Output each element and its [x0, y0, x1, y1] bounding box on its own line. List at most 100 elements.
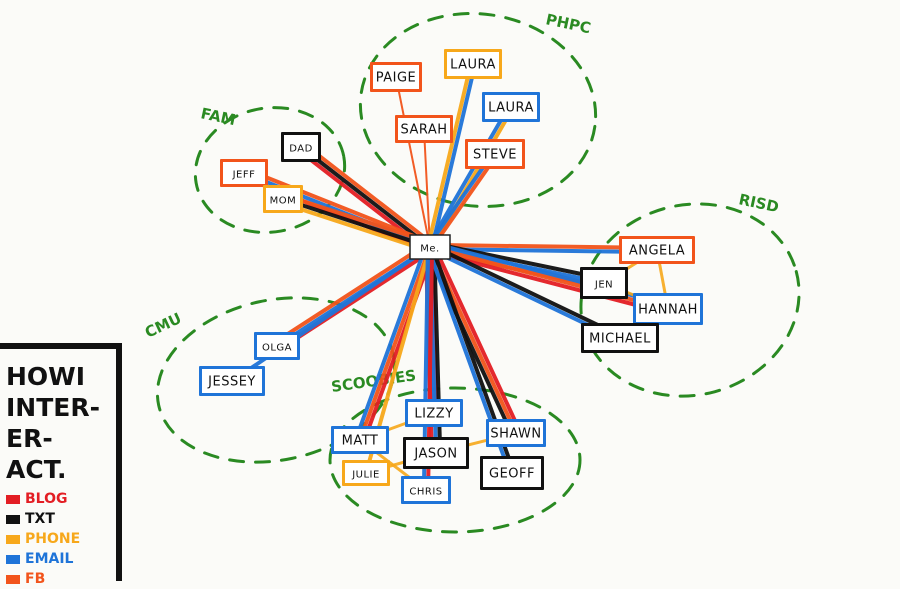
- node-label: MATT: [342, 434, 379, 449]
- edge-dad-txt: [299, 145, 432, 249]
- group-label-risd: RISD: [737, 190, 780, 216]
- node-chris[interactable]: CHRIS: [401, 476, 451, 504]
- node-jen[interactable]: JEN: [580, 267, 628, 299]
- edge-matt-fb: [358, 245, 432, 442]
- legend-swatch-email: [6, 554, 20, 564]
- edge-mom-txt: [281, 197, 432, 249]
- node-box: [584, 326, 656, 350]
- legend-item-fb: FB: [6, 569, 116, 589]
- group-label-phpc: PHPC: [544, 10, 592, 37]
- node-box: [404, 479, 448, 501]
- legend-title-line: ER-: [6, 424, 53, 453]
- legend-swatch-txt: [6, 514, 20, 524]
- legend-item-txt: TXT: [6, 509, 116, 529]
- node-label: STEVE: [473, 148, 517, 163]
- node-box: [257, 335, 297, 357]
- center-box: [409, 234, 451, 260]
- node-box: [485, 95, 537, 119]
- node-jessey[interactable]: JESSEY: [199, 366, 265, 396]
- node-michael[interactable]: MICHAEL: [581, 323, 659, 353]
- node-box: [202, 369, 262, 393]
- node-box: [583, 270, 625, 296]
- node-angela[interactable]: ANGELA: [619, 236, 695, 264]
- node-label: CHRIS: [409, 487, 442, 498]
- node-steve[interactable]: STEVE: [465, 139, 525, 169]
- node-sarah[interactable]: SARAH: [395, 115, 453, 143]
- edge-sarah-fb: [423, 128, 431, 248]
- edge-olga-fb: [272, 241, 430, 345]
- node-box: [483, 459, 541, 487]
- node-dad[interactable]: DAD: [281, 132, 321, 162]
- node-label: DAD: [289, 144, 313, 155]
- node-laura1[interactable]: LAURA: [444, 49, 502, 79]
- legend-title-line: HOWI: [6, 362, 86, 391]
- node-geoff[interactable]: GEOFF: [480, 456, 544, 490]
- legend-swatch-fb: [6, 574, 20, 584]
- node-label: MOM: [270, 196, 297, 207]
- node-label: ANGELA: [629, 244, 685, 259]
- center-node[interactable]: Me.: [409, 234, 451, 260]
- edge-matt-email: [354, 243, 429, 441]
- edge-shawn-blog: [431, 243, 522, 434]
- node-label: JASON: [413, 447, 457, 462]
- node-box: [636, 296, 700, 322]
- node-box: [373, 65, 419, 89]
- edge-paige-fb: [395, 76, 431, 248]
- node-box: [334, 429, 386, 451]
- legend-title-line: INTER-: [6, 393, 100, 422]
- node-box: [489, 422, 543, 444]
- node-jason[interactable]: JASON: [403, 437, 469, 469]
- edge-michael-txt: [428, 243, 623, 339]
- node-box: [468, 142, 522, 166]
- node-matt[interactable]: MATT: [331, 426, 389, 454]
- edge-jeff-fb: [243, 167, 434, 246]
- node-hannah[interactable]: HANNAH: [633, 293, 703, 325]
- node-label: PAIGE: [376, 71, 417, 86]
- edge-mom-fb: [282, 193, 434, 246]
- node-laura2[interactable]: LAURA: [482, 92, 540, 122]
- node-label: JEN: [594, 280, 613, 291]
- legend-label: FB: [25, 571, 46, 587]
- node-label: SHAWN: [490, 427, 541, 442]
- edge-mom-phone: [279, 200, 431, 253]
- node-label: LAURA: [450, 58, 496, 73]
- center-label: Me.: [420, 244, 439, 255]
- node-box: [398, 118, 450, 140]
- node-paige[interactable]: PAIGE: [370, 62, 422, 92]
- edge-laura1-phone: [425, 61, 473, 249]
- node-box: [284, 135, 318, 159]
- legend-label: EMAIL: [25, 551, 74, 567]
- legend-swatch-phone: [6, 534, 20, 544]
- node-label: JULIE: [351, 470, 380, 481]
- group-label-cmu: CMU: [142, 309, 184, 341]
- node-box: [223, 162, 265, 184]
- node-box: [622, 239, 692, 261]
- node-olga[interactable]: OLGA: [254, 332, 300, 360]
- node-label: MICHAEL: [589, 332, 651, 347]
- edge-laura1-email: [430, 62, 478, 250]
- node-jeff[interactable]: JEFF: [220, 159, 268, 187]
- legend-title-line: ACT.: [6, 455, 67, 484]
- node-julie[interactable]: JULIE: [342, 460, 390, 486]
- group-label-fam: FAM: [199, 104, 237, 129]
- legend: HOWI INTER- ER- ACT. BLOG TXT PHONE EMAI…: [0, 343, 122, 587]
- legend-label: PHONE: [25, 531, 81, 547]
- legend-item-blog: BLOG: [6, 489, 116, 509]
- node-box: [447, 52, 499, 76]
- edge-steve-fb: [429, 153, 499, 251]
- node-label: OLGA: [262, 343, 292, 354]
- legend-item-email: EMAIL: [6, 549, 116, 569]
- node-mom[interactable]: MOM: [263, 185, 303, 213]
- node-shawn[interactable]: SHAWN: [486, 419, 546, 447]
- group-outline-scoobies: [328, 386, 582, 534]
- legend-item-phone: PHONE: [6, 529, 116, 549]
- node-box: [406, 440, 466, 466]
- node-label: HANNAH: [638, 303, 698, 318]
- node-lizzy[interactable]: LIZZY: [405, 399, 463, 427]
- node-label: JEFF: [232, 170, 256, 181]
- node-label: LAURA: [488, 101, 534, 116]
- legend-label: BLOG: [25, 491, 68, 507]
- node-box: [408, 402, 460, 424]
